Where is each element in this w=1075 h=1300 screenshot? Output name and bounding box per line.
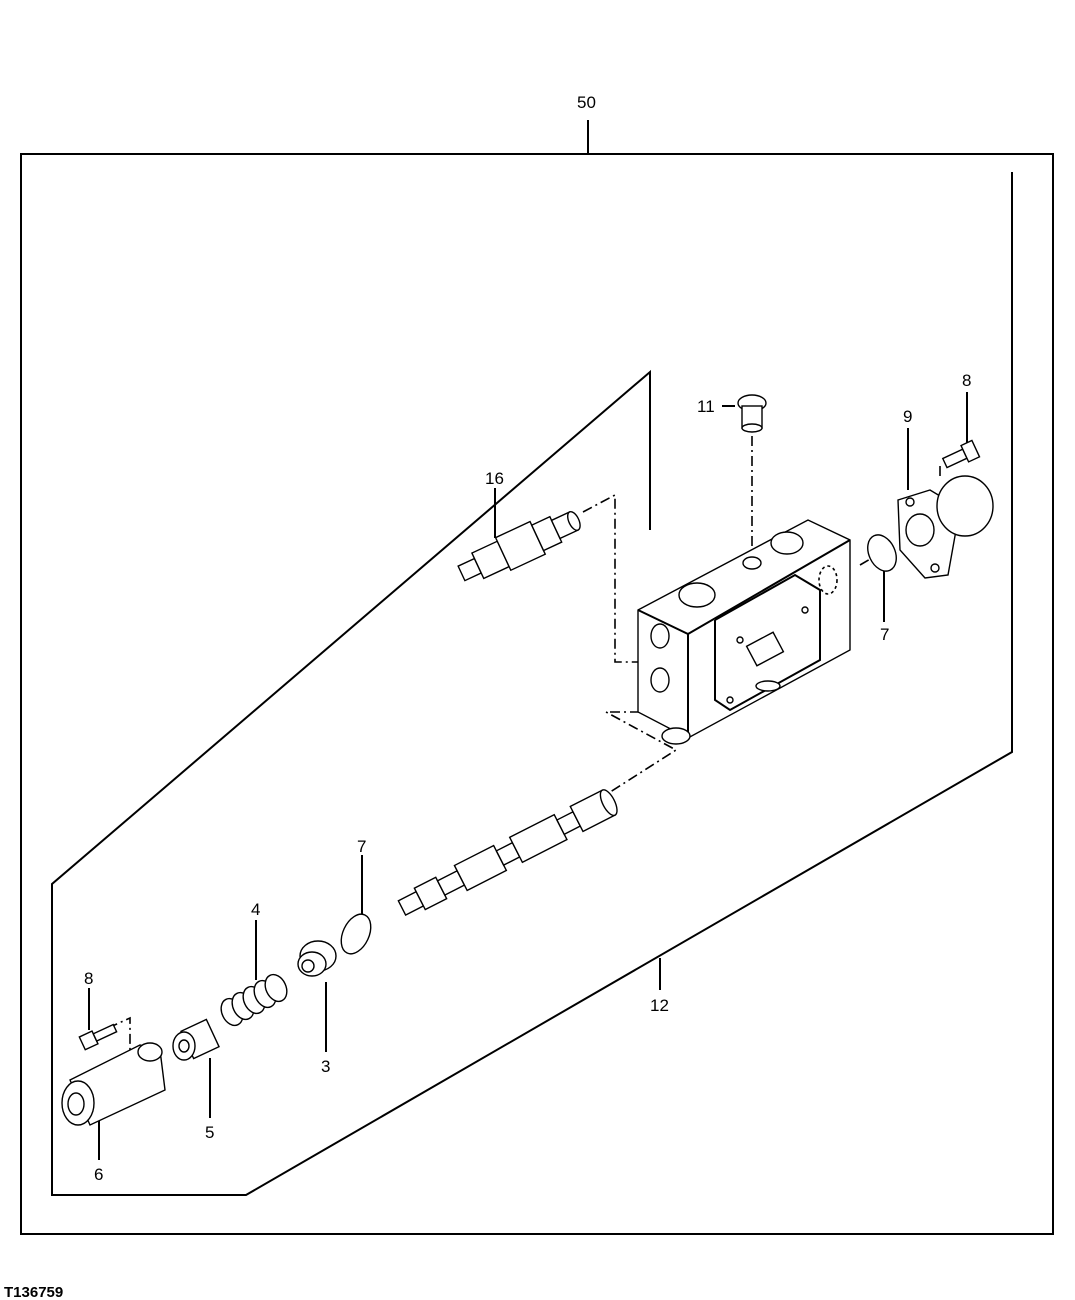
- callout-bolt-left: 8: [84, 969, 93, 988]
- callout-plug: 11: [697, 397, 715, 416]
- callout-assembly: 50: [577, 93, 596, 112]
- plug-part: [737, 394, 767, 433]
- cap-part: [61, 1042, 166, 1126]
- assembly-axes: [107, 436, 941, 1060]
- callout-section: 12: [650, 996, 669, 1015]
- callout-bolt-right: 8: [962, 371, 971, 390]
- spool-part: [397, 789, 618, 917]
- leader-lines: [88, 392, 968, 1160]
- valve-section-body: [637, 519, 851, 745]
- callout-stopper: 5: [205, 1123, 214, 1142]
- callout-spring: 4: [251, 900, 260, 919]
- bolt-right-part: [941, 439, 981, 469]
- figure-id: T136759: [4, 1284, 63, 1300]
- callout-seat: 3: [321, 1057, 330, 1076]
- oring-right-part: [867, 534, 897, 572]
- spring-part: [220, 973, 288, 1027]
- cover-right-part: [897, 475, 994, 579]
- section-outline: [51, 172, 1013, 1196]
- callout-oring-left: 7: [357, 837, 366, 856]
- oring-left-part: [340, 913, 372, 955]
- callout-cover-right: 9: [903, 407, 912, 426]
- relief-valve-part: [457, 510, 581, 582]
- callout-cap: 6: [94, 1165, 103, 1184]
- stopper-part: [172, 1018, 220, 1061]
- callout-oring-right: 7: [880, 625, 889, 644]
- bolt-left-part: [78, 1023, 118, 1051]
- assembly-frame: [20, 120, 1054, 1235]
- callout-relief-valve: 16: [485, 469, 504, 488]
- seat-part: [297, 940, 337, 977]
